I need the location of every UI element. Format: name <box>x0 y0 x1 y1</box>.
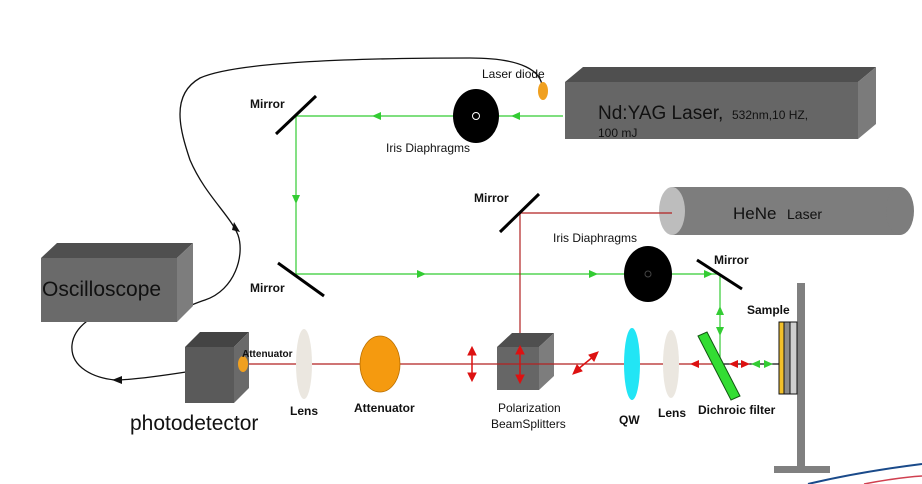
hene-laser: HeNe Laser <box>659 187 914 235</box>
quarter-wave-plate <box>624 328 640 400</box>
photodetector-label: photodetector <box>130 412 258 435</box>
laser-diode-label: Laser diode <box>482 67 545 81</box>
beam-arrow <box>589 270 598 278</box>
mirror-mid-left <box>277 261 325 298</box>
sample-stand <box>774 283 830 473</box>
beam-arrow <box>716 306 724 315</box>
decorative-swoosh-red <box>863 475 922 484</box>
mirror-top-left-label: Mirror <box>250 97 285 111</box>
laser-diode <box>538 82 548 100</box>
attenuator <box>359 335 401 393</box>
polarization-beamsplitter <box>497 333 554 390</box>
iris-mid-label: Iris Diaphragms <box>553 231 637 245</box>
lens-right-label: Lens <box>658 406 686 420</box>
beam-arrow-red <box>690 360 699 368</box>
photodetector-attenuator-label: Attenuator <box>242 349 293 360</box>
nd-yag-energy: 100 mJ <box>598 126 637 140</box>
beam-arrow <box>511 112 520 120</box>
polarization-arrow-diagonal <box>572 351 599 375</box>
mirror-center <box>498 192 541 234</box>
qw-label: QW <box>619 413 640 427</box>
pbs-label-line1: Polarization <box>498 401 561 415</box>
nd-yag-laser: Nd:YAG Laser, 532nm,10 HZ, 100 mJ <box>565 67 876 140</box>
beam-arrow <box>716 327 724 336</box>
green-bidirectional-arrow <box>751 360 773 368</box>
hene-label: HeNe <box>733 204 776 223</box>
mirror-top-left <box>274 94 318 136</box>
beam-arrow <box>704 270 713 278</box>
mirror-mid-left-label: Mirror <box>250 281 285 295</box>
nd-yag-label: Nd:YAG Laser, <box>598 103 723 124</box>
sample-label: Sample <box>747 303 790 317</box>
lens-left <box>296 329 312 399</box>
polarization-arrow-vertical <box>467 345 477 383</box>
dichroic-label: Dichroic filter <box>698 403 776 417</box>
photodetector <box>185 332 249 403</box>
red-bidirectional-arrow <box>729 360 750 368</box>
signal-cable-bottom <box>71 306 187 381</box>
iris-diaphragm-top <box>453 89 499 143</box>
beam-arrow <box>372 112 381 120</box>
sample <box>778 321 798 395</box>
oscilloscope: Oscilloscope <box>41 243 193 322</box>
decorative-swoosh-blue <box>807 463 922 484</box>
pbs-label-line2: BeamSplitters <box>491 417 566 431</box>
iris-diaphragm-middle <box>624 246 672 302</box>
nd-yag-spec: 532nm,10 HZ, <box>732 108 808 122</box>
mirror-right <box>696 258 743 291</box>
lens-left-label: Lens <box>290 404 318 418</box>
mirror-center-label: Mirror <box>474 191 509 205</box>
cable-arrowhead-2 <box>112 376 122 384</box>
mirror-right-label: Mirror <box>714 253 749 267</box>
dichroic-filter <box>697 331 741 401</box>
beam-arrow <box>292 195 300 204</box>
hene-label-sub: Laser <box>787 206 822 222</box>
oscilloscope-label: Oscilloscope <box>42 278 161 301</box>
beam-arrow <box>417 270 426 278</box>
iris-top-label: Iris Diaphragms <box>386 141 470 155</box>
attenuator-label: Attenuator <box>354 401 415 415</box>
lens-right <box>663 330 679 398</box>
cable-arrowhead <box>232 222 240 232</box>
